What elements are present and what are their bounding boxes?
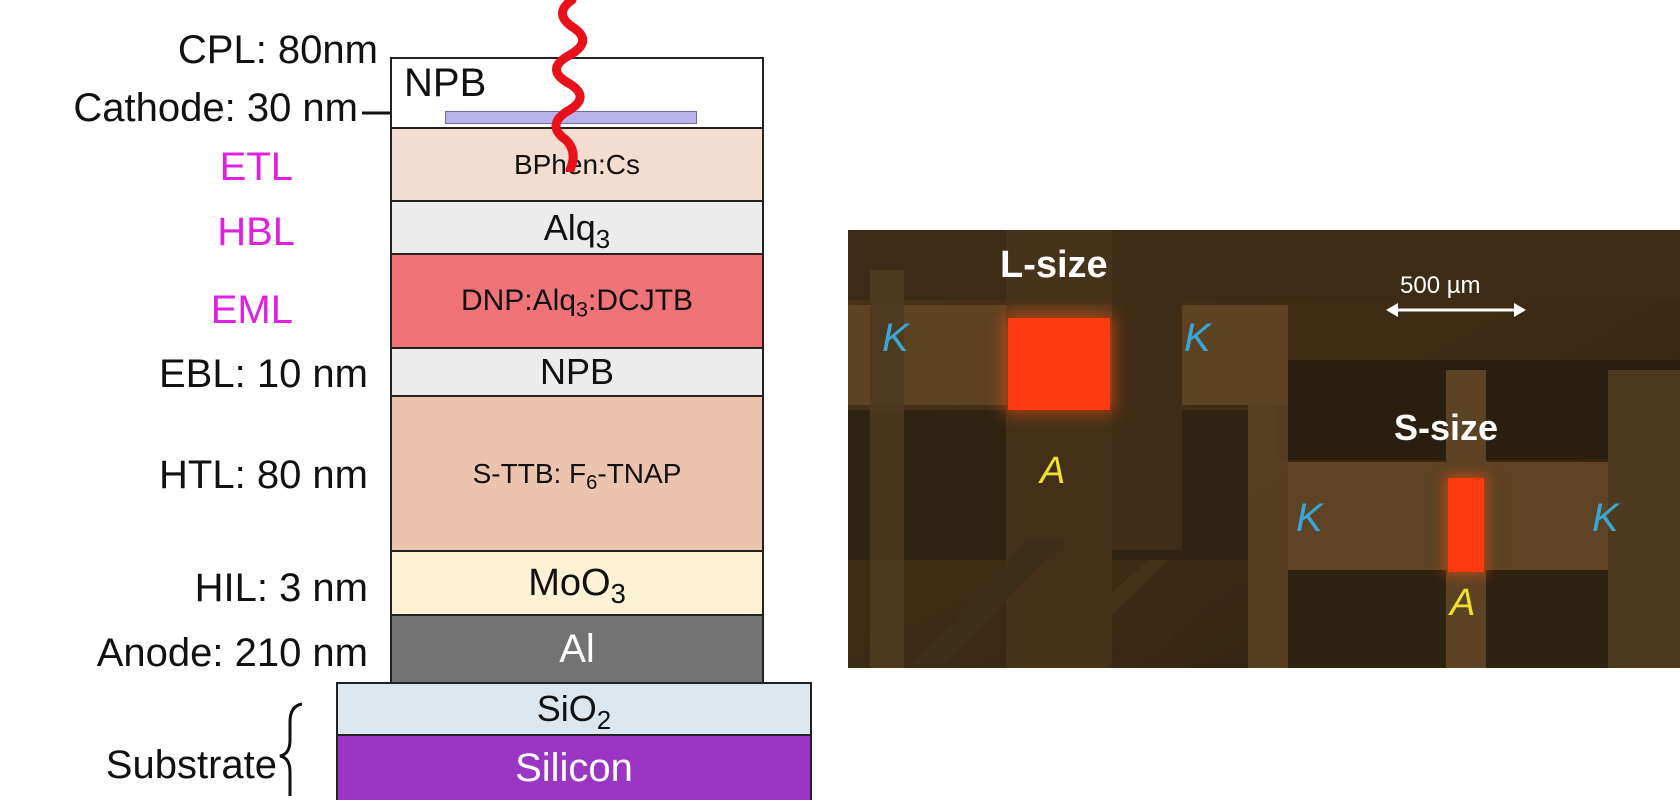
ebl-layer-label: NPB <box>539 351 615 392</box>
sio2-layer: SiO2 <box>336 682 812 736</box>
etl-layer: BPhen:Cs <box>390 127 764 202</box>
s-size-pixel <box>1448 478 1484 572</box>
eml-layer: DNP:Alq3:DCJTB <box>390 253 764 349</box>
cathode-label-s-left: K <box>1296 496 1323 540</box>
device-photo-background <box>848 230 1680 668</box>
silicon-layer: Silicon <box>336 734 812 800</box>
emission-wave <box>536 0 596 175</box>
eml-layer-label: DNP:Alq3:DCJTB <box>460 284 694 322</box>
cpl-label: CPL: 80nm <box>177 28 378 72</box>
anode-layer: Al <box>390 614 764 684</box>
ebl-layer: NPB <box>390 347 764 397</box>
cathode-label-l-left: K <box>882 316 909 360</box>
hil-layer-label: MoO3 <box>528 562 626 610</box>
htl-layer: S-TTB: F6-TNAP <box>390 395 764 552</box>
cathode-label-s-right: K <box>1592 496 1619 540</box>
scale-bar <box>1386 300 1526 320</box>
silicon-layer-label: Silicon <box>515 746 633 790</box>
l-size-pixel <box>1008 318 1110 410</box>
ebl-label: EBL: 10 nm <box>158 352 368 396</box>
s-size-label: S-size <box>1394 407 1499 448</box>
anode-label-l: A <box>1040 450 1066 492</box>
sio2-layer-label: SiO2 <box>536 688 612 735</box>
etl-label: ETL <box>219 145 293 189</box>
device-photo: L-size S-size 500 µm K K A K K A <box>848 230 1680 668</box>
l-size-label: L-size <box>1000 244 1108 286</box>
anode-layer-label: Al <box>559 627 595 671</box>
substrate-brace <box>276 700 306 800</box>
anode-label-s: A <box>1450 582 1476 624</box>
htl-label: HTL: 80 nm <box>159 453 368 497</box>
hil-label: HIL: 3 nm <box>194 566 368 610</box>
eml-label: EML <box>210 288 293 332</box>
cathode-label-l-right: K <box>1184 316 1211 360</box>
hbl-layer: Alq3 <box>390 200 764 255</box>
hbl-layer-label: Alq3 <box>543 206 611 254</box>
hil-layer: MoO3 <box>390 550 764 616</box>
htl-layer-label: S-TTB: F6-TNAP <box>472 457 682 494</box>
cpl-layer-label: NPB <box>404 61 487 105</box>
hbl-label: HBL <box>217 210 295 254</box>
scale-bar-label: 500 µm <box>1400 272 1481 299</box>
cathode-label: Cathode: 30 nm <box>73 86 358 130</box>
anode-label: Anode: 210 nm <box>96 631 368 675</box>
substrate-label: Substrate <box>105 743 277 787</box>
